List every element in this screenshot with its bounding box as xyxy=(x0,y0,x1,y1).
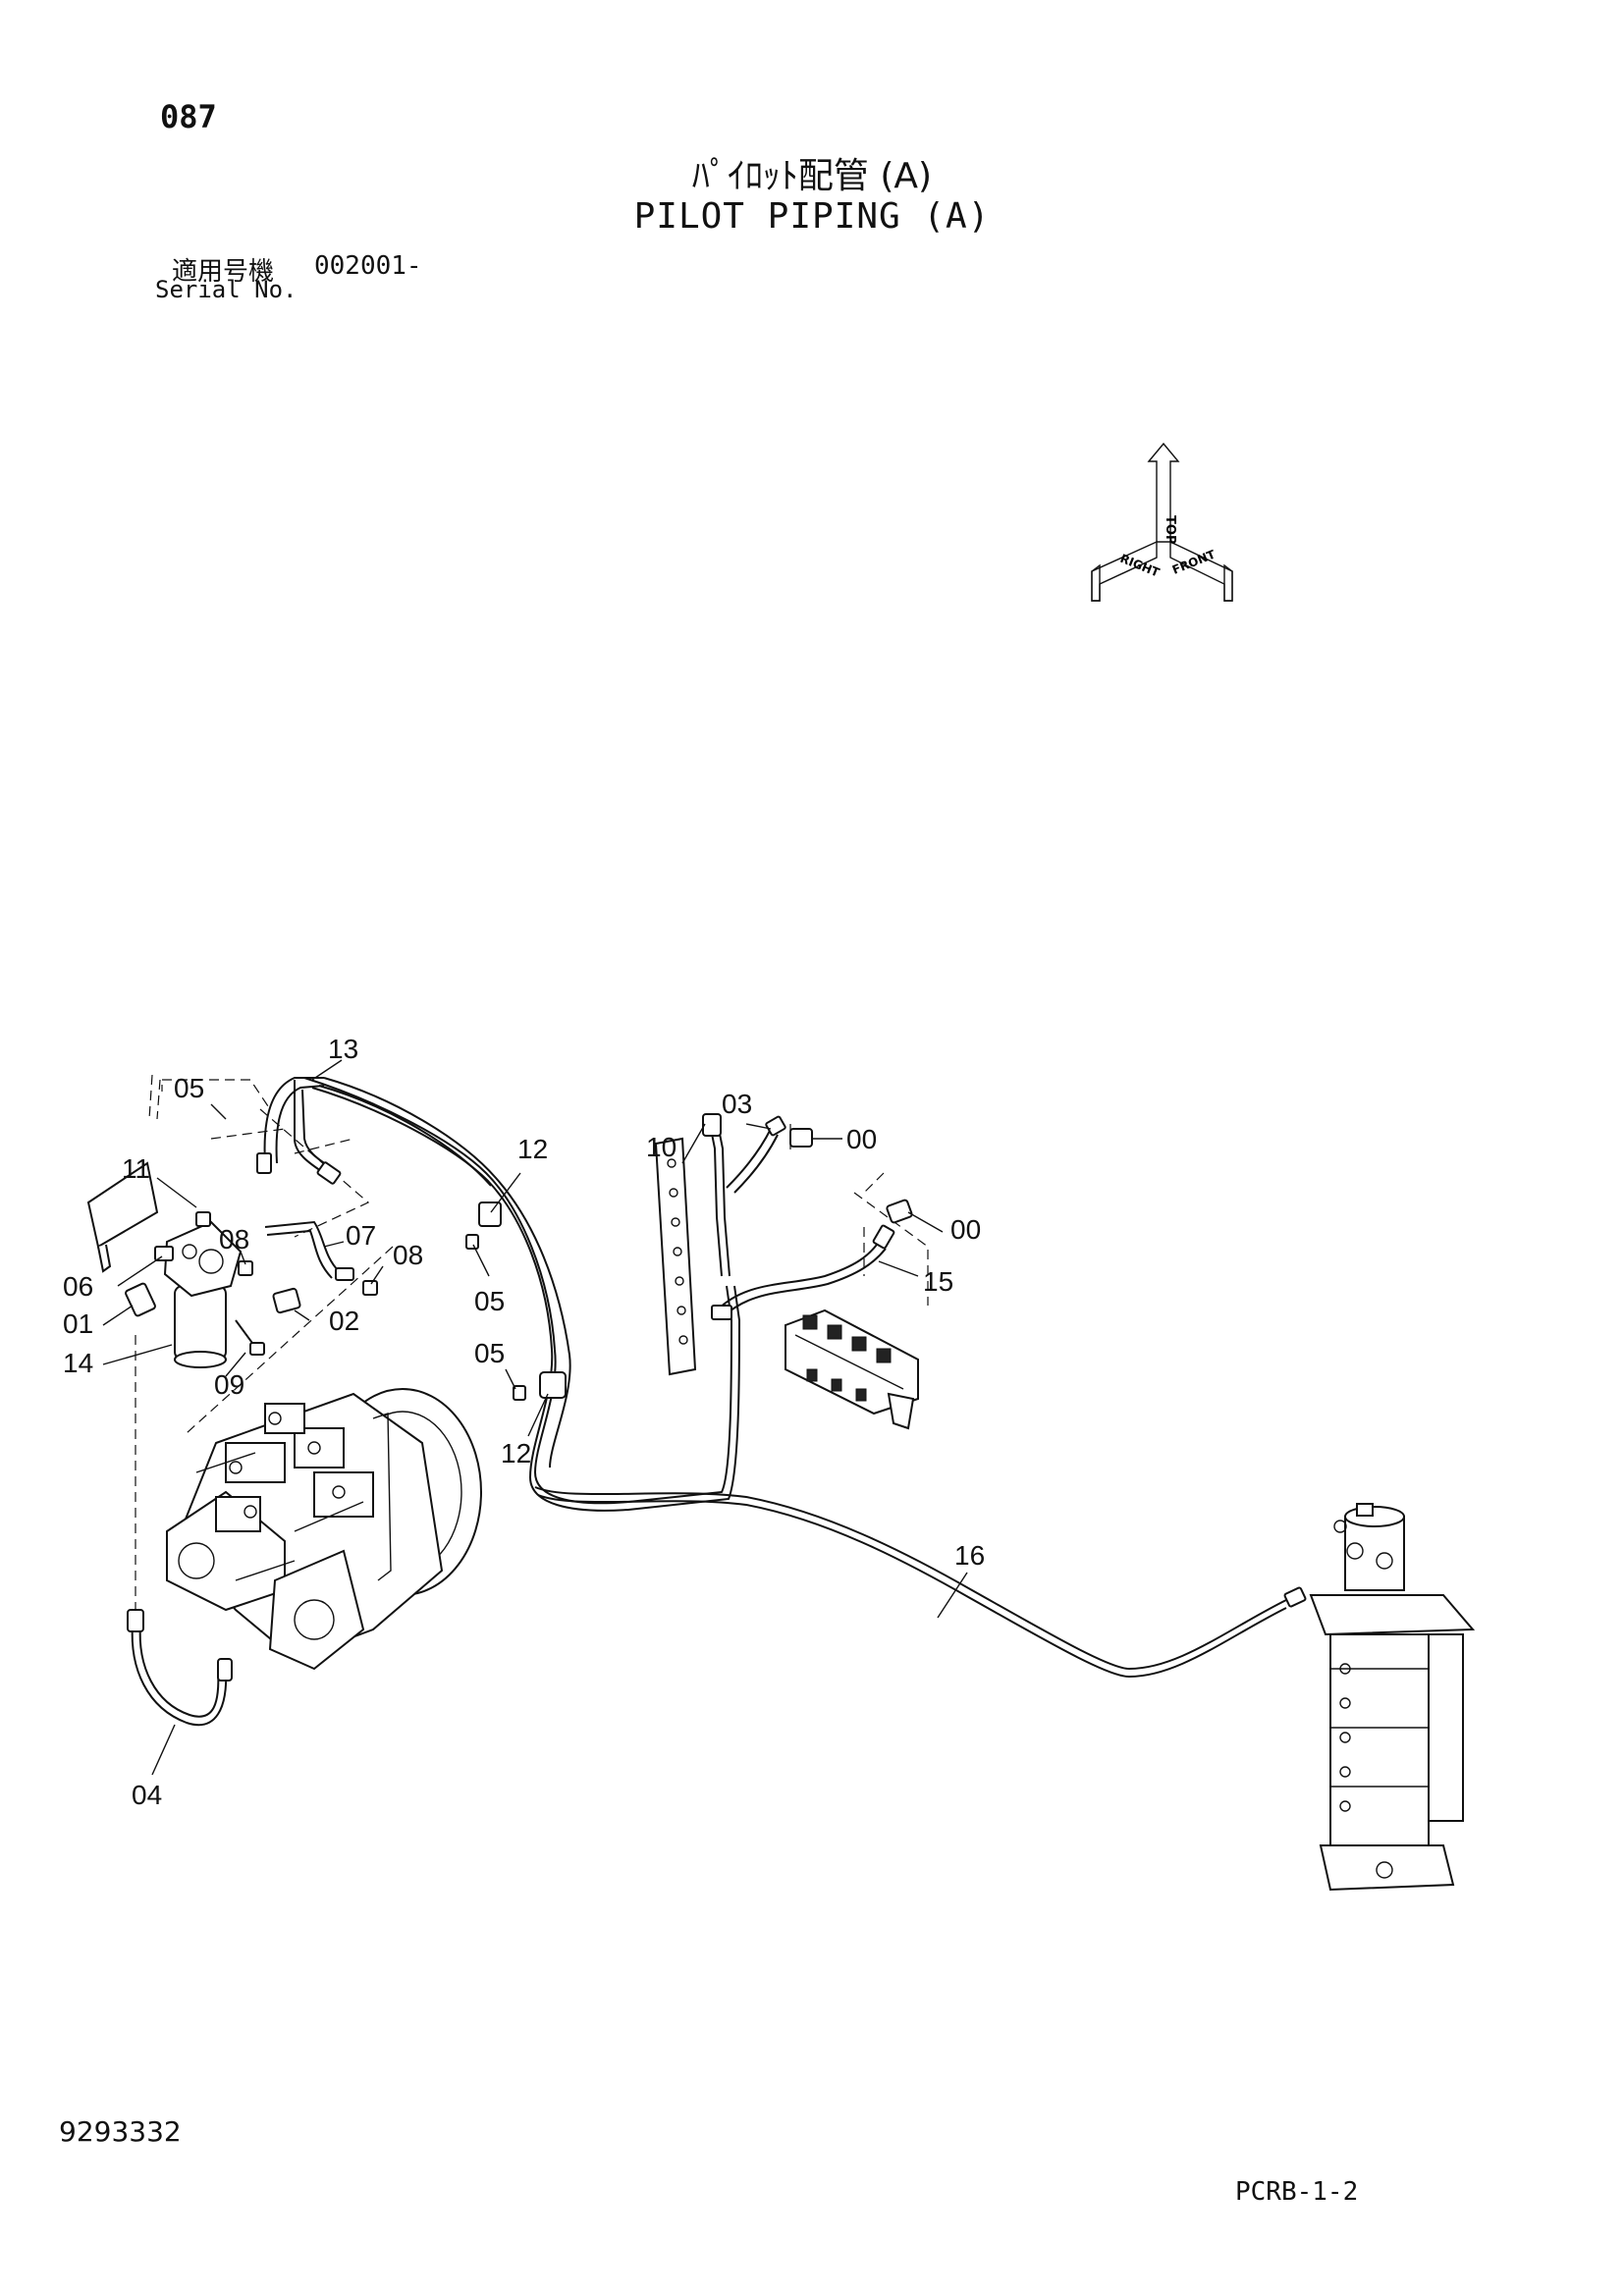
callout-03: 03 xyxy=(722,1089,752,1119)
page-title-japanese: ﾊﾟｲﾛｯﾄ配管 (A) xyxy=(691,156,933,196)
callout-13: 13 xyxy=(328,1034,358,1064)
callout-07: 07 xyxy=(346,1220,376,1251)
pilot-hose-16 xyxy=(534,1486,1307,1679)
sensor-02 xyxy=(272,1287,301,1314)
solenoid-valve xyxy=(785,1308,919,1430)
elbow-00-b xyxy=(886,1199,913,1224)
clamp-12 xyxy=(478,1201,502,1227)
pilot-hose-04 xyxy=(127,1609,233,1726)
callout-08-b: 08 xyxy=(393,1240,423,1270)
center-joint xyxy=(1309,1503,1476,1892)
pilot-hose-15 xyxy=(711,1199,913,1320)
callout-09: 09 xyxy=(214,1369,244,1400)
serial-number: 002001- xyxy=(314,251,422,281)
callout-05-b: 05 xyxy=(474,1286,505,1316)
serial-label-japanese: 適用号機 xyxy=(172,257,275,287)
assembly-guide-lines xyxy=(135,1074,929,1610)
clamp-12-lower xyxy=(539,1371,567,1399)
mounting-plate xyxy=(654,1113,813,1376)
callout-00: 00 xyxy=(846,1124,877,1154)
orientation-right-label: RIGHT xyxy=(1118,552,1163,580)
page-title: PILOT PIPING (A) xyxy=(633,196,991,237)
orientation-top-label: TOP xyxy=(1163,515,1177,544)
callout-02: 02 xyxy=(329,1306,359,1336)
drawing-number: 9293332 xyxy=(59,2115,182,2148)
orientation-front-label: FRONT xyxy=(1170,547,1218,576)
callout-15: 15 xyxy=(923,1266,953,1297)
callout-10: 10 xyxy=(646,1132,677,1162)
callout-04: 04 xyxy=(132,1780,162,1810)
callout-16: 16 xyxy=(954,1540,985,1571)
callout-08: 08 xyxy=(219,1224,249,1255)
sheet-code: PCRB-1-2 xyxy=(1235,2177,1359,2207)
elbow-00-a xyxy=(789,1128,813,1148)
orientation-indicator: TOP RIGHT FRONT xyxy=(1091,442,1233,602)
callout-12: 12 xyxy=(517,1134,548,1164)
pilot-hoses-upper xyxy=(256,1077,354,1281)
callout-00-b: 00 xyxy=(950,1214,981,1245)
callout-01: 01 xyxy=(63,1308,93,1339)
hydraulic-pump xyxy=(166,1388,482,1671)
mounting-bracket xyxy=(86,1161,159,1249)
serial-label: Serial No. xyxy=(155,276,298,303)
pilot-filter xyxy=(86,1161,378,1368)
page-number: 087 xyxy=(160,98,217,135)
callout-05-c: 05 xyxy=(474,1338,505,1368)
callout-12-b: 12 xyxy=(501,1438,531,1468)
leader-lines xyxy=(102,1059,968,1776)
main-pilot-hose xyxy=(303,1077,741,1512)
top-arrow-icon xyxy=(1147,442,1180,543)
callout-11: 11 xyxy=(122,1153,150,1184)
callout-06: 06 xyxy=(63,1271,93,1302)
elbow-fitting-01 xyxy=(125,1282,156,1317)
callout-14: 14 xyxy=(63,1348,93,1378)
callout-labels: 13 05 11 08 07 08 06 02 01 09 14 12 05 0… xyxy=(63,1034,985,1810)
callout-05: 05 xyxy=(174,1073,204,1103)
